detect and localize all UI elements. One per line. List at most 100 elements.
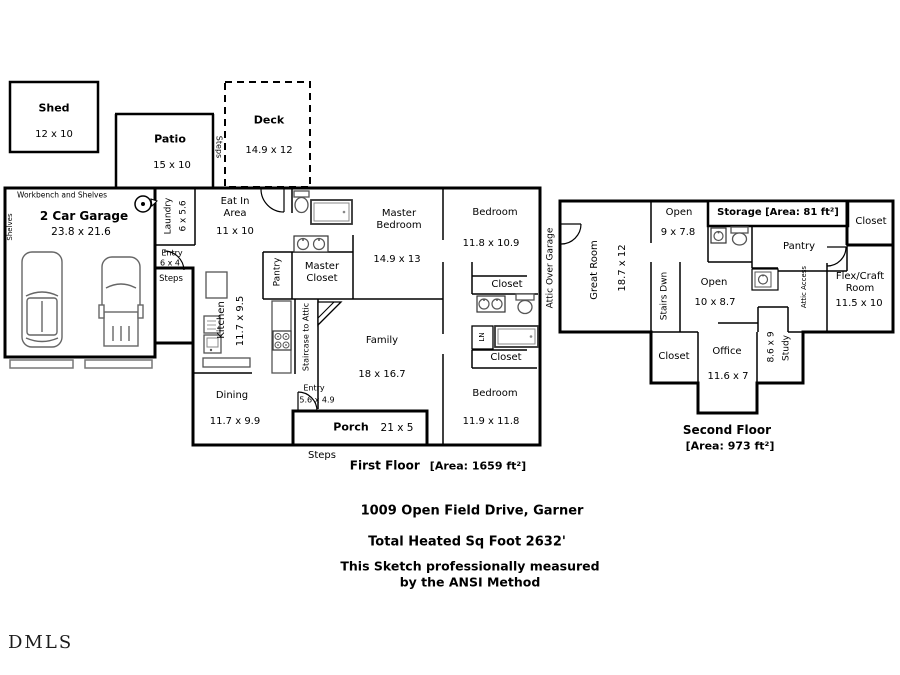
pantry-upstairs-label: Pantry (783, 241, 815, 253)
dining-dims: 11.7 x 9.9 (209, 416, 261, 428)
kitchen-dims: 11.7 x 9.5 (235, 295, 247, 347)
staircase-to-attic-label: Staircase to Attic (301, 302, 311, 372)
closet-bottom-label: Closet (658, 351, 690, 363)
eat-in-area-dims: 11 x 10 (216, 226, 254, 238)
storage-outline (706, 199, 850, 228)
garage-dims: 23.8 x 21.6 (51, 225, 111, 238)
patio-steps-label: Steps (214, 135, 224, 159)
second-floor-walls (650, 201, 848, 383)
patio-label: Patio (154, 132, 186, 146)
door-arc-icon (560, 223, 847, 267)
porch-steps-label: Steps (308, 450, 336, 462)
garage-workbench-label: Workbench and Shelves (16, 190, 108, 200)
door-arc-icon (163, 188, 318, 412)
family-dims: 18 x 16.7 (358, 369, 406, 381)
kitchen-sink-icon (203, 334, 222, 354)
car-icon (98, 256, 144, 347)
dmls-logo: DMLS (8, 632, 74, 653)
first-floor-title: First Floor [Area: 1659 ft²] (350, 459, 526, 474)
first-floor-walls (155, 188, 538, 445)
closet-front-label: Closet (491, 279, 523, 291)
porch-dims: 21 x 5 (380, 421, 414, 434)
open-center-dims: 10 x 8.7 (694, 297, 736, 309)
open-front-label: Open (665, 207, 693, 219)
total-heated-line: Total Heated Sq Foot 2632' (368, 534, 566, 550)
great-room-label: Great Room (589, 240, 601, 300)
entry-garage-label: Entry (161, 248, 183, 258)
toilet-icon (293, 190, 310, 214)
study-dims: 8.6 x 9 (766, 331, 777, 363)
dishwasher-icon (203, 315, 221, 334)
closet-top-label: Closet (855, 216, 887, 228)
bedroom-rear-label: Bedroom (472, 388, 518, 400)
sink-icon (710, 227, 727, 244)
second-floor-area-text: [Area: 973 ft²] (685, 439, 775, 453)
shed-outline (8, 80, 100, 154)
patio-dims: 15 x 10 (153, 160, 191, 172)
open-center-label: Open (700, 277, 728, 289)
garage-shelves-label: Shelves (5, 213, 14, 241)
double-sink-icon (293, 235, 329, 253)
great-room-dims: 18.7 x 12 (617, 244, 629, 292)
master-bedroom-dims: 14.9 x 13 (373, 254, 421, 266)
office-dims: 11.6 x 7 (707, 371, 749, 383)
porch-label: Porch (333, 420, 369, 434)
closet-thick-walls (845, 201, 893, 247)
stairs-down-label: Stairs Dwn (659, 271, 670, 321)
fireplace-icon (317, 301, 343, 327)
double-sink-icon (476, 295, 506, 313)
attic-access-label: Attic Access (799, 265, 808, 309)
shed-label: Shed (38, 101, 70, 115)
toilet-icon (515, 293, 535, 315)
garage-label: 2 Car Garage (39, 208, 129, 223)
first-floor-area-text: [Area: 1659 ft²] (429, 459, 527, 473)
entry-front-dims: 5.6 x 4.9 (299, 395, 335, 405)
entry-garage-steps-label: Steps (159, 273, 183, 284)
method-line-1: This Sketch professionally measured (340, 558, 600, 574)
master-closet-label: Master Closet (304, 261, 340, 284)
closet-rear-label: Closet (490, 352, 522, 364)
linen-closet-box (471, 325, 494, 350)
study-label: Study (781, 335, 792, 361)
method-line-2: by the ANSI Method (399, 574, 541, 590)
entry-front-label: Entry (303, 383, 325, 393)
attic-over-garage-label: Attic Over Garage (545, 227, 556, 309)
master-bedroom-label: Master Bedroom (376, 208, 422, 231)
sink-icon (751, 268, 779, 291)
bedroom-rear-dims: 11.9 x 11.8 (462, 416, 520, 428)
bedroom-front-dims: 11.8 x 10.9 (462, 238, 520, 250)
flex-craft-label: Flex/Craft Room (835, 271, 885, 294)
porch-outline (291, 409, 429, 447)
laundry-label: Laundry (163, 197, 174, 235)
laundry-dims: 6 x 5.6 (178, 200, 189, 232)
bedroom-front-label: Bedroom (472, 207, 518, 219)
garage-door-icon (84, 359, 153, 369)
patio-outline (114, 112, 215, 187)
deck-outline (224, 81, 311, 188)
pantry-label: Pantry (272, 257, 283, 287)
deck-label: Deck (253, 113, 285, 127)
bathtub-icon (310, 199, 353, 225)
kitchen-label: Kitchen (216, 301, 228, 339)
eat-in-area-label: Eat In Area (220, 196, 250, 219)
deck-dims: 14.9 x 12 (245, 145, 293, 157)
light-fixture-icon (134, 195, 158, 213)
address-line: 1009 Open Field Drive, Garner (360, 503, 584, 519)
shed-dims: 12 x 10 (35, 129, 73, 141)
linen-closet-label: LN (477, 332, 486, 342)
car-icon (21, 251, 63, 348)
garage-door-icon (9, 359, 74, 369)
stove-icon (272, 330, 292, 351)
second-floor-title: Second Floor (682, 422, 772, 437)
storage-label: Storage [Area: 81 ft²] (717, 207, 839, 219)
toilet-icon (730, 226, 749, 246)
office-label: Office (712, 346, 742, 358)
refrigerator-icon (205, 271, 228, 299)
first-floor-title-text: First Floor (349, 458, 420, 473)
dining-label: Dining (215, 390, 249, 402)
open-front-dims: 9 x 7.8 (660, 227, 696, 239)
entry-garage-dims: 6 x 4 (160, 258, 180, 268)
flex-craft-dims: 11.5 x 10 (835, 298, 883, 310)
